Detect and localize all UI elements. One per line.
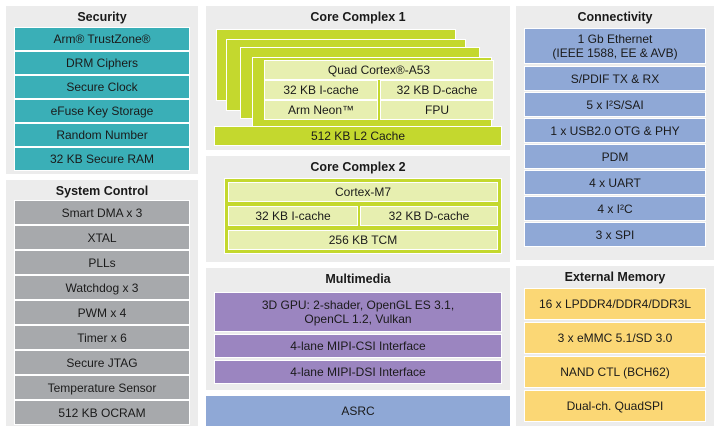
core-complex-1-panel: Core Complex 1 Quad Cortex®-A53 32 KB I-… (206, 6, 510, 150)
core1-icache: 32 KB I-cache (264, 80, 378, 100)
connectivity-i2s-sai: 5 x I²S/SAI (524, 92, 706, 117)
memory-nand-ctl: NAND CTL (BCH62) (524, 356, 706, 388)
system-item-smart-dma: Smart DMA x 3 (14, 200, 190, 225)
security-item-random-number: Random Number (14, 123, 190, 147)
core2-title: Core Complex 2 (310, 160, 406, 174)
multimedia-gpu: 3D GPU: 2-shader, OpenGL ES 3.1, OpenCL … (214, 292, 502, 332)
multimedia-title: Multimedia (325, 272, 391, 286)
multimedia-gpu-line2: OpenCL 1.2, Vulkan (304, 312, 412, 326)
memory-lpddr4: 16 x LPDDR4/DDR4/DDR3L (524, 288, 706, 320)
connectivity-spdif: S/PDIF TX & RX (524, 66, 706, 91)
connectivity-ethernet: 1 Gb Ethernet (IEEE 1588, EE & AVB) (524, 28, 706, 64)
security-item-secure-ram: 32 KB Secure RAM (14, 147, 190, 171)
system-item-xtal: XTAL (14, 225, 190, 250)
connectivity-uart: 4 x UART (524, 170, 706, 195)
core1-title: Core Complex 1 (310, 10, 406, 24)
system-item-plls: PLLs (14, 250, 190, 275)
system-item-watchdog: Watchdog x 3 (14, 275, 190, 300)
core-complex-2-panel: Core Complex 2 Cortex-M7 32 KB I-cache 3… (206, 156, 510, 262)
core1-fpu: FPU (380, 100, 494, 120)
core2-icache: 32 KB I-cache (228, 206, 358, 226)
security-item-efuse: eFuse Key Storage (14, 99, 190, 123)
security-item-secure-clock: Secure Clock (14, 75, 190, 99)
system-item-ocram: 512 KB OCRAM (14, 400, 190, 425)
memory-emmc: 3 x eMMC 5.1/SD 3.0 (524, 322, 706, 354)
security-item-trustzone: Arm® TrustZone® (14, 27, 190, 51)
multimedia-mipi-dsi: 4-lane MIPI-DSI Interface (214, 360, 502, 384)
system-item-temperature-sensor: Temperature Sensor (14, 375, 190, 400)
connectivity-i2c: 4 x I²C (524, 196, 706, 221)
connectivity-panel: Connectivity 1 Gb Ethernet (IEEE 1588, E… (516, 6, 714, 260)
core1-cpu: Quad Cortex®-A53 (264, 60, 494, 80)
connectivity-pdm: PDM (524, 144, 706, 169)
system-control-panel: System Control Smart DMA x 3 XTAL PLLs W… (6, 180, 198, 426)
core2-cpu: Cortex-M7 (228, 182, 498, 202)
security-title: Security (77, 10, 127, 24)
external-memory-panel: External Memory 16 x LPDDR4/DDR4/DDR3L 3… (516, 266, 714, 426)
memory-quadspi: Dual-ch. QuadSPI (524, 390, 706, 422)
system-item-secure-jtag: Secure JTAG (14, 350, 190, 375)
core1-l2-cache: 512 KB L2 Cache (214, 126, 502, 146)
security-panel: Security Arm® TrustZone® DRM Ciphers Sec… (6, 6, 198, 174)
connectivity-spi: 3 x SPI (524, 222, 706, 247)
external-memory-title: External Memory (564, 270, 666, 284)
asrc-block: ASRC (206, 396, 510, 426)
core2-dcache: 32 KB D-cache (360, 206, 498, 226)
core1-dcache: 32 KB D-cache (380, 80, 494, 100)
connectivity-ethernet-line2: (IEEE 1588, EE & AVB) (552, 46, 678, 60)
system-item-timer: Timer x 6 (14, 325, 190, 350)
security-item-drm-ciphers: DRM Ciphers (14, 51, 190, 75)
multimedia-panel: Multimedia 3D GPU: 2-shader, OpenGL ES 3… (206, 268, 510, 390)
system-control-title: System Control (55, 184, 149, 198)
multimedia-mipi-csi: 4-lane MIPI-CSI Interface (214, 334, 502, 358)
system-item-pwm: PWM x 4 (14, 300, 190, 325)
core1-neon: Arm Neon™ (264, 100, 378, 120)
connectivity-ethernet-line1: 1 Gb Ethernet (577, 32, 653, 46)
connectivity-usb: 1 x USB2.0 OTG & PHY (524, 118, 706, 143)
multimedia-gpu-line1: 3D GPU: 2-shader, OpenGL ES 3.1, (261, 298, 455, 312)
core2-tcm: 256 KB TCM (228, 230, 498, 250)
connectivity-title: Connectivity (577, 10, 653, 24)
